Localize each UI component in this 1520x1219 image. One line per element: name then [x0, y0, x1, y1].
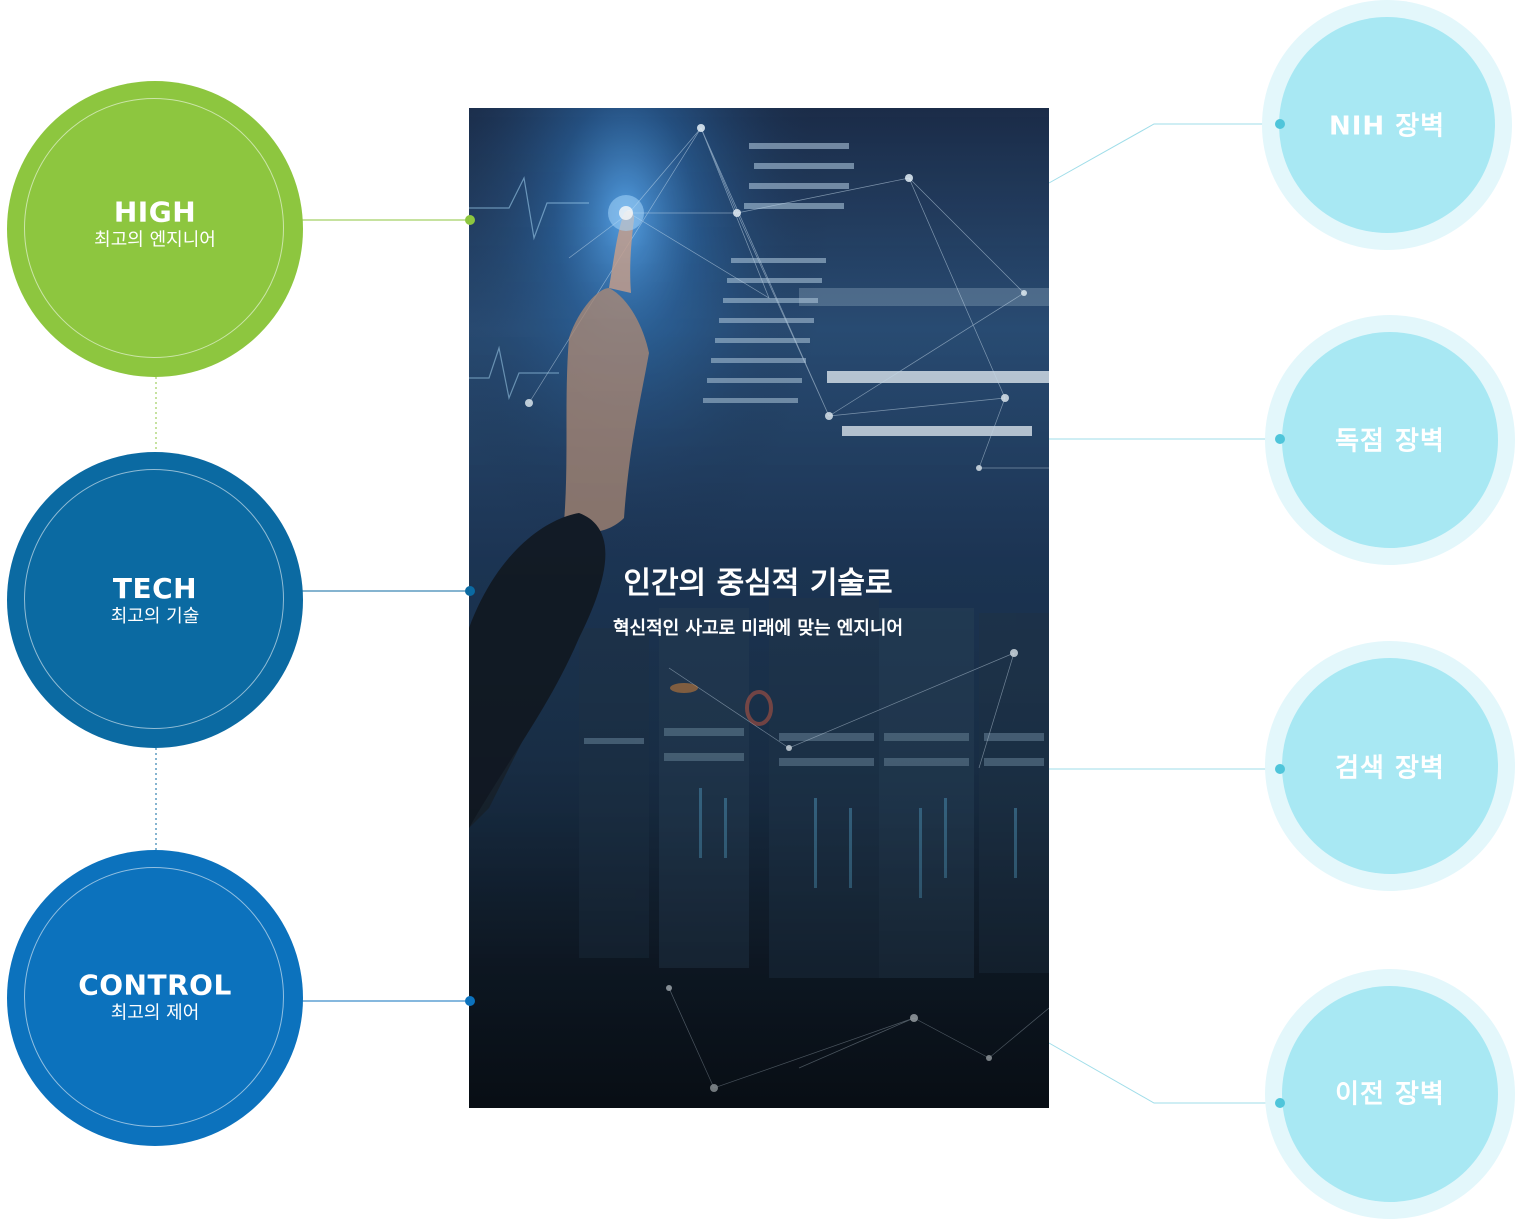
tech-subtitle: 최고의 기술	[110, 606, 200, 628]
tech-title: TECH	[112, 572, 198, 606]
nih-barrier-inner	[1279, 17, 1495, 233]
center-subtitle: 혁신적인 사고로 미래에 맞는 엔지니어	[612, 618, 904, 639]
nih-connector	[1048, 123, 1280, 184]
search-barrier-circle: 검색 장벽	[1265, 641, 1515, 891]
control-title: CONTROL	[78, 968, 232, 1002]
control-circle: CONTROL 최고의 제어	[7, 850, 303, 1146]
control-subtitle: 최고의 제어	[110, 1002, 200, 1024]
control-circle-text: CONTROL 최고의 제어	[7, 969, 303, 1025]
control-circle-ring	[24, 867, 284, 1127]
high-circle-text: HIGH 최고의 엔지니어	[7, 195, 303, 253]
high-title: HIGH	[113, 195, 197, 229]
technology-background-image	[469, 108, 1049, 1108]
nih-barrier-circle: NIH 장벽	[1262, 0, 1512, 250]
tech-circle-ring	[24, 469, 284, 729]
monopoly-barrier-inner	[1282, 332, 1498, 548]
nih-barrier-label: NIH 장벽	[1328, 111, 1446, 142]
transfer-barrier-inner	[1282, 986, 1498, 1202]
transfer-barrier-circle: 이전 장벽	[1265, 969, 1515, 1219]
search-barrier-label: 검색 장벽	[1335, 753, 1445, 784]
search-barrier-inner	[1282, 658, 1498, 874]
monopoly-barrier-circle: 독점 장벽	[1265, 315, 1515, 565]
center-text-block: 인간의 중심적 기술로 혁신적인 사고로 미래에 맞는 엔지니어	[469, 564, 1049, 642]
center-title: 인간의 중심적 기술로	[623, 566, 893, 601]
monopoly-barrier-label: 독점 장벽	[1335, 426, 1445, 457]
tech-circle: TECH 최고의 기술	[7, 452, 303, 748]
center-image-panel: 인간의 중심적 기술로 혁신적인 사고로 미래에 맞는 엔지니어	[469, 108, 1049, 1108]
tech-circle-text: TECH 최고의 기술	[7, 573, 303, 629]
high-subtitle: 최고의 엔지니어	[94, 229, 216, 251]
transfer-connector	[1048, 1042, 1280, 1104]
high-circle: HIGH 최고의 엔지니어	[7, 81, 303, 377]
high-circle-ring	[24, 98, 284, 358]
transfer-barrier-label: 이전 장벽	[1335, 1079, 1445, 1110]
